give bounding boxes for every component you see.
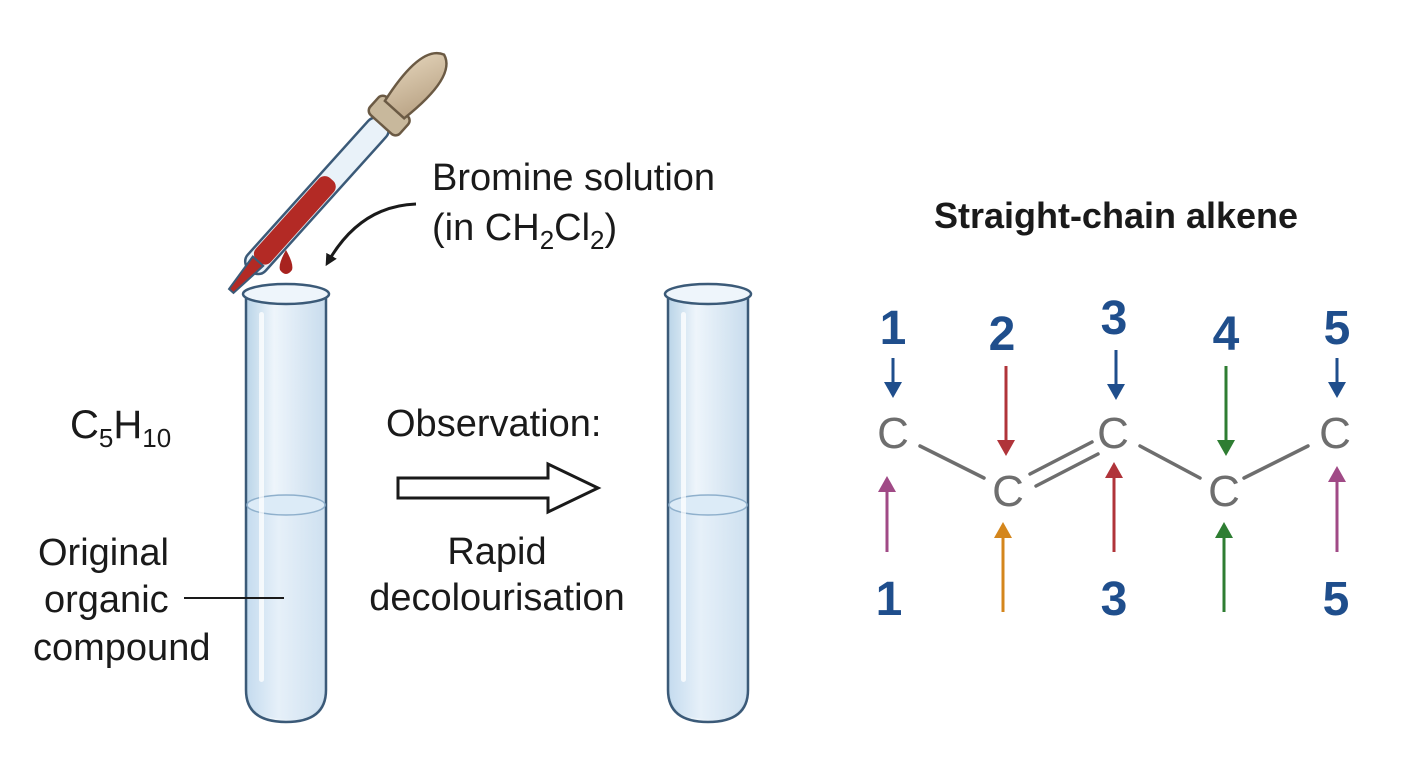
top-numbering: 1 2 3 4 5 bbox=[880, 292, 1351, 361]
test-tube-result bbox=[663, 282, 753, 724]
arrow-top-3 bbox=[1107, 350, 1125, 400]
bromine-drop bbox=[279, 250, 293, 274]
observation-result-line2: decolourisation bbox=[369, 577, 625, 619]
compound-label-line1: Original bbox=[38, 532, 169, 574]
bond-4-5 bbox=[1242, 444, 1310, 480]
bottom-number-3: 3 bbox=[1101, 573, 1128, 626]
reagent-label-line2: (in CH2Cl2) bbox=[432, 207, 617, 255]
bond-2-3-b bbox=[1034, 452, 1100, 488]
observation-result-line1: Rapid bbox=[447, 531, 546, 573]
carbon-atom-5: C bbox=[1319, 409, 1351, 458]
reaction-arrow bbox=[396, 461, 602, 515]
compound-label: Original organic compound bbox=[33, 532, 210, 669]
reagent-pointer-arrow bbox=[325, 202, 417, 267]
compound-label-line2: organic bbox=[44, 579, 169, 621]
carbon-atom-4: C bbox=[1208, 467, 1240, 516]
arrow-top-5 bbox=[1328, 358, 1346, 398]
alkene-bonds bbox=[918, 440, 1310, 488]
bottom-number-1: 1 bbox=[876, 573, 903, 626]
arrow-bottom-5 bbox=[1328, 466, 1346, 552]
carbon-atom-2: C bbox=[992, 467, 1024, 516]
arrow-bottom-1 bbox=[878, 476, 896, 552]
bromine-dropper bbox=[227, 51, 448, 295]
bond-3-4 bbox=[1138, 444, 1202, 480]
carbon-atom-3: C bbox=[1097, 409, 1129, 458]
top-number-4: 4 bbox=[1213, 308, 1240, 361]
bond-2-3-a bbox=[1028, 440, 1094, 476]
compound-label-line3: compound bbox=[33, 627, 210, 669]
numbering-arrows bbox=[878, 350, 1346, 612]
alkene-title: Straight-chain alkene bbox=[934, 195, 1298, 236]
arrow-top-2 bbox=[997, 366, 1015, 456]
arrow-top-4 bbox=[1217, 366, 1235, 456]
carbon-atom-1: C bbox=[877, 409, 909, 458]
bottom-numbering: 1 3 5 bbox=[876, 573, 1350, 626]
reagent-label-line1: Bromine solution bbox=[432, 157, 715, 199]
arrow-bottom-3 bbox=[1105, 462, 1123, 552]
top-number-3: 3 bbox=[1101, 292, 1128, 345]
molecular-formula: C5H10 bbox=[70, 403, 171, 453]
carbon-atoms: C C C C C bbox=[877, 409, 1351, 516]
bottom-number-5: 5 bbox=[1323, 573, 1350, 626]
arrow-top-1 bbox=[884, 358, 902, 398]
arrow-bottom-2 bbox=[994, 522, 1012, 612]
bond-1-2 bbox=[918, 444, 986, 480]
test-tube-original bbox=[241, 282, 331, 724]
arrow-bottom-4 bbox=[1215, 522, 1233, 612]
top-number-5: 5 bbox=[1324, 302, 1351, 355]
top-number-2: 2 bbox=[989, 308, 1016, 361]
top-number-1: 1 bbox=[880, 302, 907, 355]
observation-heading: Observation: bbox=[386, 403, 601, 445]
